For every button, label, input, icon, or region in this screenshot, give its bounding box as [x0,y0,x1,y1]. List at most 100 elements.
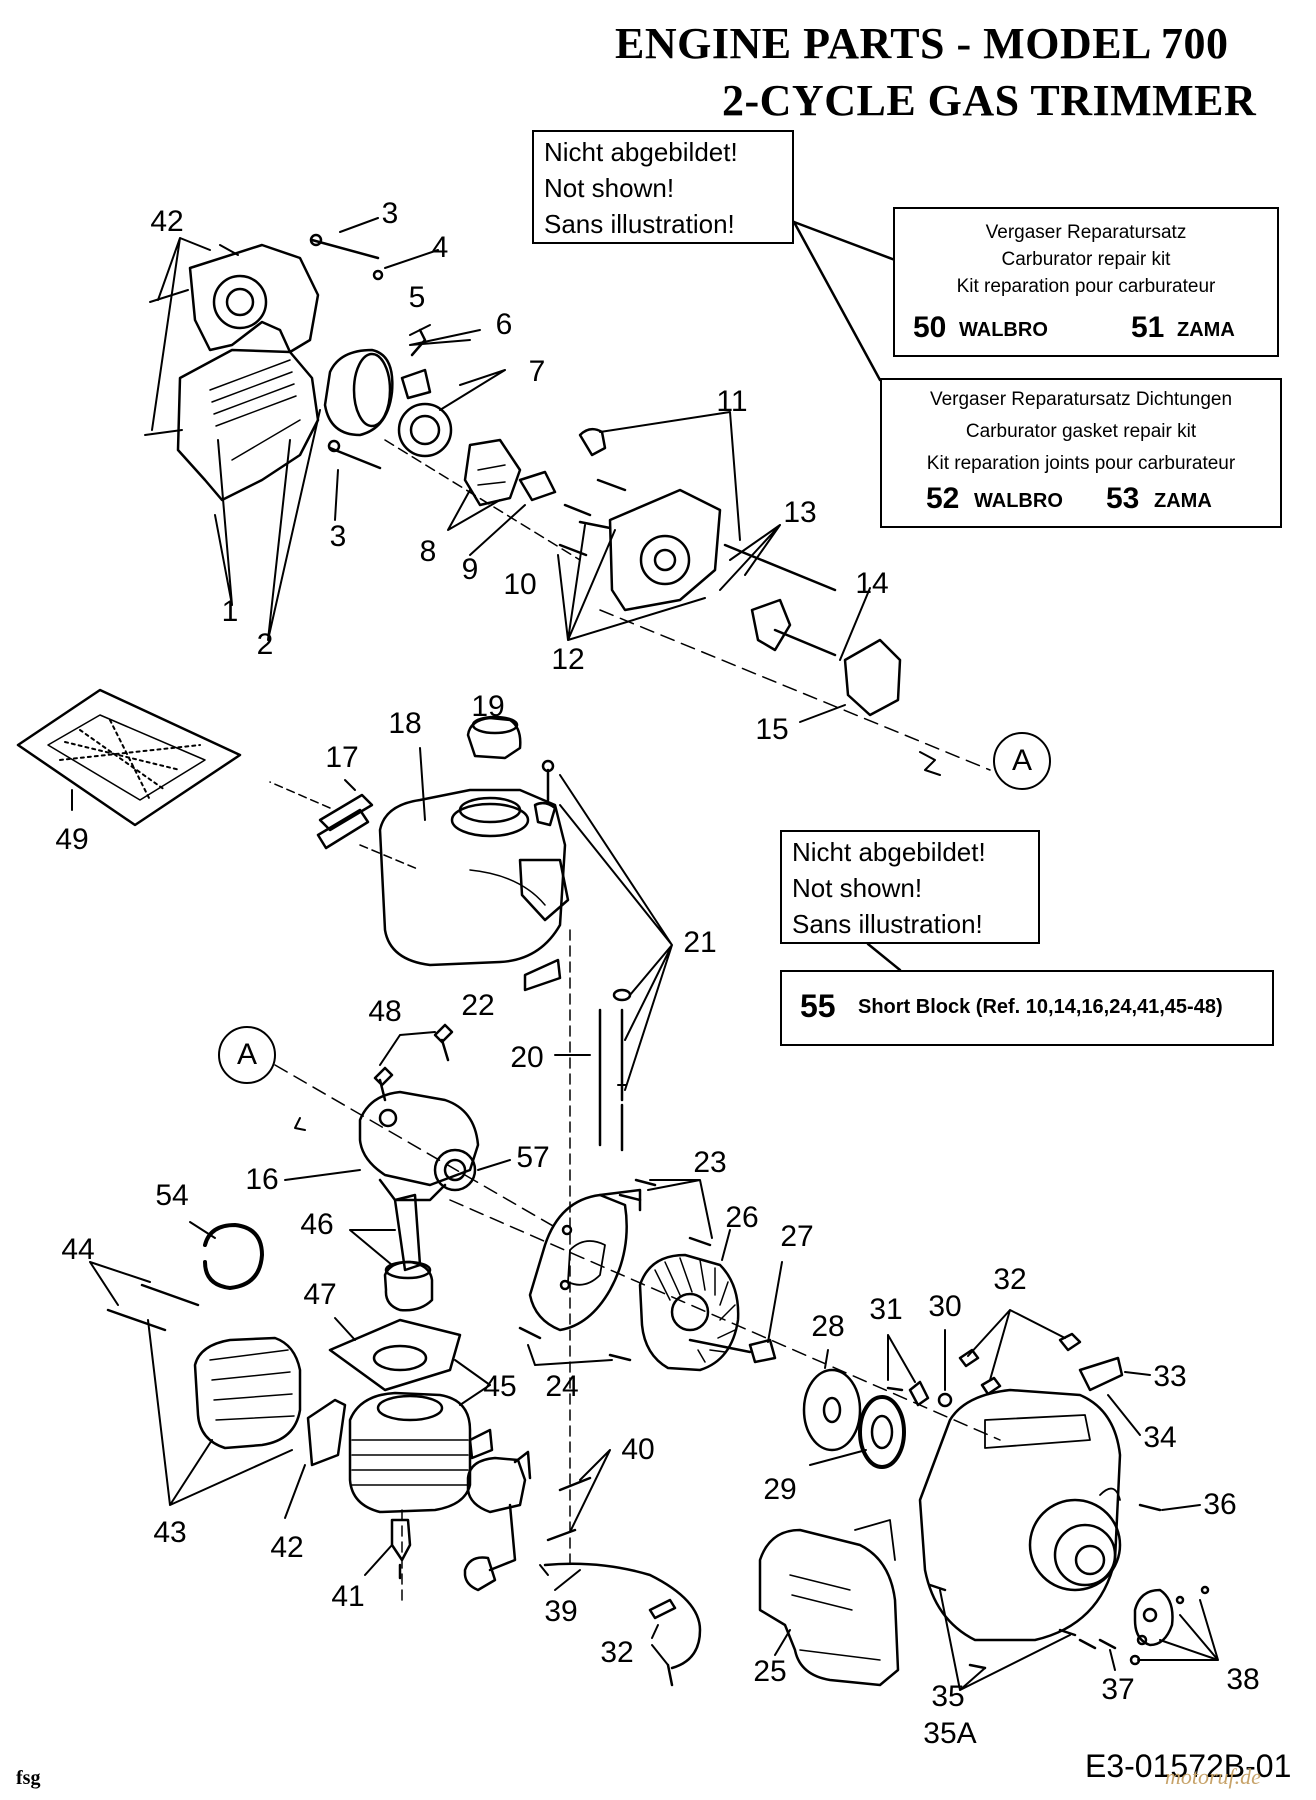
brand-walbro: WALBRO [974,490,1063,512]
carburetor-gasket-kit-box: Vergaser Reparatursatz Dichtungen Carbur… [880,378,1282,528]
callout-2: 2 [256,628,274,661]
callout-42: 42 [270,1531,304,1564]
not-shown-en: Not shown! [792,873,923,903]
callout-35: 35 [931,1680,965,1713]
kit-line-fr: Kit reparation pour carburateur [956,276,1216,297]
callout-54: 54 [155,1179,189,1212]
callout-42: 42 [150,205,184,238]
brand-walbro: WALBRO [959,319,1048,341]
not-shown-de: Nicht abgebildet! [544,137,738,167]
callout-18: 18 [388,707,422,740]
callout-57: 57 [516,1141,550,1174]
callout-11: 11 [716,385,748,418]
leader-line [792,220,882,382]
not-shown-fr: Sans illustration! [792,909,983,939]
part-number-51: 51 [1131,311,1165,344]
footer-left-code: fsg [16,1767,41,1789]
not-shown-box-top: Nicht abgebildet! Not shown! Sans illust… [532,130,794,244]
callout-10: 10 [503,568,537,601]
carburetor-drawing [397,328,557,507]
callout-47: 47 [303,1278,337,1311]
callout-7: 7 [528,355,546,388]
callout-34: 34 [1143,1421,1177,1454]
kit-line-en: Carburator repair kit [1001,249,1171,270]
title-line-1: ENGINE PARTS - MODEL 700 [615,19,1229,68]
callout-45: 45 [483,1370,517,1403]
callout-40: 40 [621,1433,655,1466]
not-shown-box-middle: Nicht abgebildet! Not shown! Sans illust… [780,830,1040,944]
fan-housing-drawing [528,1188,642,1332]
leader-line [866,942,902,972]
callout-27: 27 [780,1220,814,1253]
crankcase-housing-drawing [358,1090,480,1202]
connector-a-bottom: A [218,1026,276,1084]
not-shown-de: Nicht abgebildet! [792,837,986,867]
fuel-tank-drawing [316,715,570,992]
gasket-kit-line-fr: Kit reparation joints pour carburateur [926,453,1236,474]
starter-housing-drawing [918,1388,1122,1642]
callout-12: 12 [551,643,585,676]
callout-16: 16 [245,1163,279,1196]
callout-46: 46 [300,1208,334,1241]
callout-25: 25 [753,1655,787,1688]
short-block-number: 55 [800,988,836,1024]
callout-36: 36 [1203,1488,1237,1521]
callout-17: 17 [325,741,359,774]
rear-handle-drawing [758,1519,900,1687]
callout-43: 43 [153,1516,187,1549]
piston-drawing [383,1193,434,1312]
callout-28: 28 [811,1310,845,1343]
ignition-module-drawing [463,1450,532,1592]
gasket-kit-part-numbers: 52 WALBRO 53 ZAMA [882,482,1280,516]
callout-3: 3 [329,520,347,553]
callout-15: 15 [755,713,789,746]
muffler-drawing [193,1336,302,1450]
cylinder-drawing [348,1391,494,1514]
leader-line [792,220,897,262]
callout-1: 1 [221,595,239,628]
brand-zama: ZAMA [1154,490,1212,512]
air-filter-drawing [323,348,394,437]
kit-line-de: Vergaser Reparatursatz [985,222,1187,243]
engine-cover-drawing [144,243,320,502]
gasket-kit-line-en: Carburator gasket repair kit [965,421,1197,442]
crankshaft-drawing [750,598,902,717]
part-number-53: 53 [1106,482,1140,515]
title-line-2: 2-CYCLE GAS TRIMMER [722,76,1257,125]
callout-4: 4 [431,231,449,264]
gasket-kit-line-de: Vergaser Reparatursatz Dichtungen [929,389,1233,410]
callout-5: 5 [408,281,426,314]
callout-39: 39 [544,1595,578,1628]
short-block-text: Short Block (Ref. 10,14,16,24,41,45-48) [858,996,1223,1018]
connector-a-top: A [993,732,1051,790]
kit-part-numbers: 50 WALBRO 51 ZAMA [895,311,1277,345]
brand-zama: ZAMA [1177,319,1235,341]
callout-41: 41 [331,1580,365,1613]
filter-screen-drawing [16,688,242,827]
callout-14: 14 [855,567,889,600]
drawing-number: E3-01572B-01 [1085,1748,1292,1784]
not-shown-fr: Sans illustration! [544,209,735,239]
callout-21: 21 [683,926,717,959]
callout-30: 30 [928,1290,962,1323]
callout-8: 8 [419,535,437,568]
crankcase-drawing [558,427,837,612]
flywheel-drawing [638,1253,740,1372]
callout-23: 23 [693,1146,727,1179]
callout-38: 38 [1226,1663,1260,1696]
callout-33: 33 [1153,1360,1187,1393]
carburetor-repair-kit-box: Vergaser Reparatursatz Carburator repair… [893,207,1279,357]
callout-19: 19 [471,690,505,723]
part-number-50: 50 [913,311,947,344]
short-block-box: 55 Short Block (Ref. 10,14,16,24,41,45-4… [780,970,1274,1046]
callout-48: 48 [368,995,402,1028]
callout-13: 13 [783,496,817,529]
callout-44: 44 [61,1233,95,1266]
callout-31: 31 [869,1293,903,1326]
not-shown-en: Not shown! [544,173,675,203]
callout-6: 6 [495,308,513,341]
callout-22: 22 [461,989,495,1022]
callout-32: 32 [993,1263,1027,1296]
